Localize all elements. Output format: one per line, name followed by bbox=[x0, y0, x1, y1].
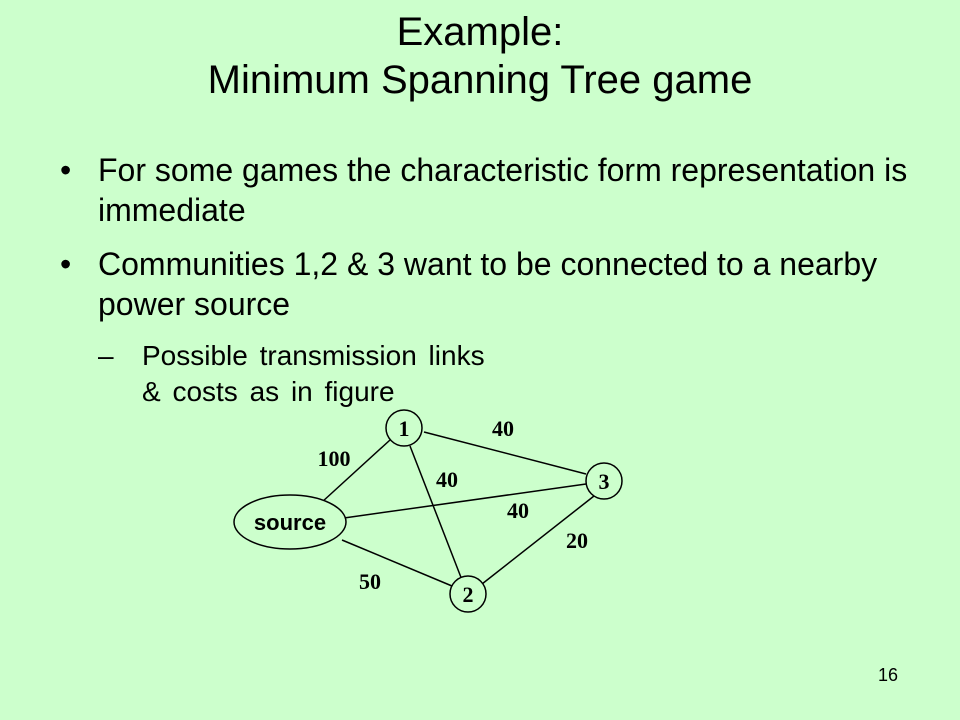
edge-label-2-3: 20 bbox=[566, 528, 588, 553]
bullet-list: • For some games the characteristic form… bbox=[60, 150, 920, 410]
sub-bullet-marker: – bbox=[98, 340, 114, 371]
edge-1-2 bbox=[409, 445, 463, 581]
edge-label-source-1: 100 bbox=[318, 446, 351, 471]
bullet-text: For some games the characteristic form r… bbox=[98, 152, 908, 228]
node-3-label: 3 bbox=[599, 469, 610, 494]
edge-source-2 bbox=[341, 539, 453, 587]
edge-label-source-2: 50 bbox=[359, 569, 381, 594]
edge-label-1-2: 40 bbox=[436, 467, 458, 492]
node-3 bbox=[585, 462, 623, 500]
sub-bullet-text: Possible transmission links & costs as i… bbox=[142, 340, 485, 407]
bullet-text: Communities 1,2 & 3 want to be connected… bbox=[98, 246, 878, 322]
edge-2-3 bbox=[481, 495, 595, 585]
node-2 bbox=[449, 575, 487, 613]
bullet-item: • For some games the characteristic form… bbox=[60, 150, 920, 230]
title-line-1: Example: bbox=[396, 10, 564, 54]
edge-1-3 bbox=[423, 431, 587, 475]
title-line-2: Minimum Spanning Tree game bbox=[207, 58, 753, 102]
bullet-marker: • bbox=[60, 246, 72, 282]
source-node-label: source bbox=[254, 510, 326, 535]
edge-source-3 bbox=[343, 483, 587, 519]
bullet-item: • Communities 1,2 & 3 want to be connect… bbox=[60, 244, 920, 324]
page-number: 16 bbox=[877, 665, 898, 685]
edge-label-source-3: 40 bbox=[507, 498, 529, 523]
node-1 bbox=[385, 409, 423, 447]
node-1-label: 1 bbox=[399, 416, 410, 441]
edge-label-1-3: 40 bbox=[492, 416, 514, 441]
edge-source-1 bbox=[321, 439, 391, 503]
sub-bullet-item: – Possible transmission links & costs as… bbox=[98, 338, 502, 410]
node-2-label: 2 bbox=[463, 582, 474, 607]
slide-title: Example: Minimum Spanning Tree game bbox=[0, 8, 960, 104]
node-source bbox=[233, 494, 347, 550]
bullet-marker: • bbox=[60, 152, 72, 188]
